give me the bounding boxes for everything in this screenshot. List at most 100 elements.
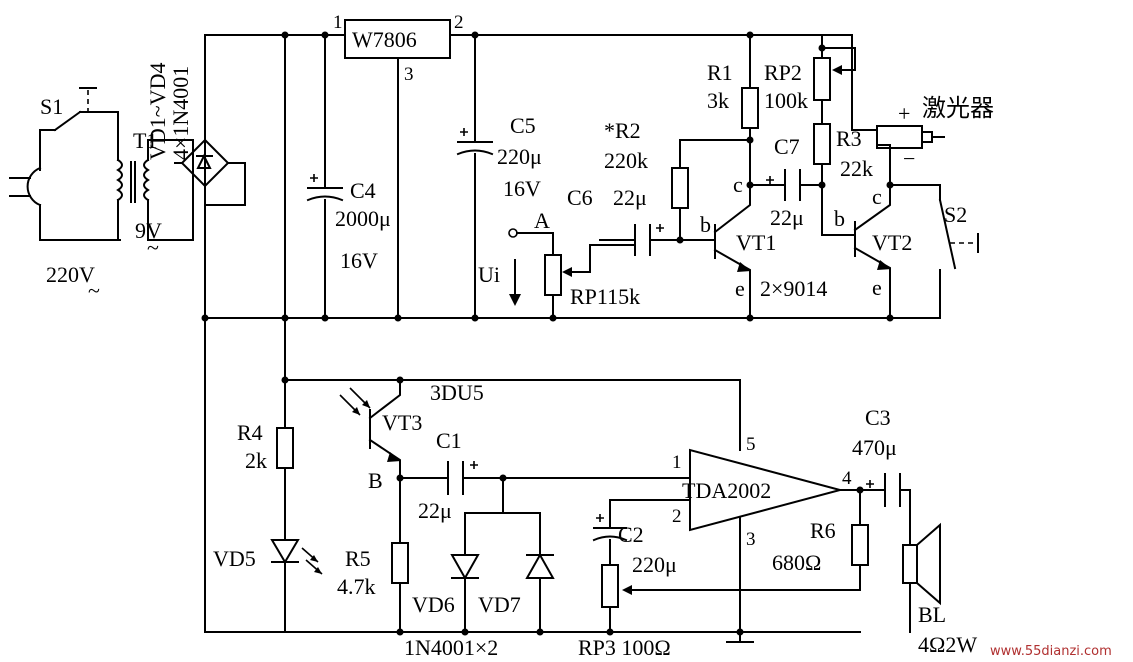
laser-label: 激光器 bbox=[922, 94, 994, 122]
bridge-rectifier bbox=[172, 138, 246, 241]
amplifier-tda2002 bbox=[609, 448, 871, 633]
ui-label: Ui bbox=[478, 262, 500, 287]
speaker-bl bbox=[726, 522, 941, 643]
vt-type-label: 2×9014 bbox=[760, 276, 827, 301]
junction-gnd-rp1 bbox=[549, 314, 557, 322]
reg-pin1: 1 bbox=[333, 12, 343, 33]
junction-gnd-c5 bbox=[471, 314, 479, 322]
junction-gnd-left bbox=[201, 314, 209, 322]
switch-s2[interactable] bbox=[889, 184, 979, 319]
transistor-vt1 bbox=[713, 199, 751, 319]
c7-label: C7 bbox=[774, 134, 800, 159]
mains-plug bbox=[9, 129, 121, 241]
junction-top-285 bbox=[281, 31, 289, 39]
rp2-label: RP2 bbox=[764, 60, 802, 85]
r5-label: R5 bbox=[345, 546, 371, 571]
vt3-type-label: 3DU5 bbox=[430, 380, 484, 405]
ac-symbol-9v: ~ bbox=[147, 235, 159, 260]
node-a-label: A bbox=[534, 208, 550, 233]
r5-value: 4.7k bbox=[337, 574, 376, 599]
r1-value: 3k bbox=[707, 88, 729, 113]
junction-gnd-r5 bbox=[396, 628, 404, 636]
vd5-label: VD5 bbox=[213, 546, 256, 571]
c1-value: 22μ bbox=[418, 498, 452, 523]
c4-volt: 16V bbox=[340, 248, 378, 273]
resistor-r5 bbox=[391, 477, 409, 633]
c6-value: 22μ bbox=[613, 185, 647, 210]
c2-label: C2 bbox=[618, 522, 644, 547]
resistor-r3 bbox=[813, 123, 856, 236]
vt2-c-label: c bbox=[872, 184, 882, 209]
resistor-r6 bbox=[851, 489, 869, 566]
regulator-w7806 bbox=[344, 19, 451, 319]
junction-top-r1 bbox=[746, 31, 754, 39]
diode-type-label: 1N4001×2 bbox=[404, 635, 498, 660]
junction-r3 bbox=[818, 181, 826, 189]
c5-label: C5 bbox=[510, 113, 536, 138]
rp3-label: RP3 100Ω bbox=[578, 635, 671, 660]
capacitor-c2 bbox=[592, 499, 628, 566]
node-b-label: B bbox=[368, 468, 383, 493]
c2-value: 220μ bbox=[632, 552, 677, 577]
c5-value: 220μ bbox=[497, 144, 542, 169]
c6-label: C6 bbox=[567, 185, 593, 210]
reg-pin2: 2 bbox=[454, 12, 464, 33]
capacitor-c6 bbox=[599, 224, 716, 256]
reg-pin3: 3 bbox=[404, 64, 414, 85]
c5-volt: 16V bbox=[503, 176, 541, 201]
potentiometer-rp3[interactable] bbox=[601, 564, 861, 633]
capacitor-c5 bbox=[456, 34, 494, 319]
vt1-b-label: b bbox=[700, 212, 711, 237]
c3-label: C3 bbox=[865, 405, 891, 430]
r6-label: R6 bbox=[810, 518, 836, 543]
vt2-b-label: b bbox=[834, 206, 845, 231]
c4-value: 2000μ bbox=[335, 206, 391, 231]
amp-label: TDA2002 bbox=[682, 478, 771, 503]
led-vd5 bbox=[270, 539, 323, 633]
rp2-value: 100k bbox=[764, 88, 808, 113]
capacitor-c3 bbox=[859, 473, 911, 546]
diodes-vd6-vd7 bbox=[450, 477, 555, 633]
amp-pin3: 3 bbox=[746, 529, 756, 550]
vt3-label: VT3 bbox=[382, 410, 422, 435]
junction-gnd-vd7 bbox=[536, 628, 544, 636]
laser-minus: − bbox=[903, 146, 915, 171]
amp-pin1: 1 bbox=[672, 452, 682, 473]
vd6-label: VD6 bbox=[412, 592, 455, 617]
r2-label: *R2 bbox=[604, 118, 641, 143]
r4-label: R4 bbox=[237, 420, 263, 445]
resistor-r2 bbox=[671, 139, 751, 241]
potentiometer-rp1[interactable] bbox=[544, 244, 636, 319]
amp-pin2: 2 bbox=[672, 506, 682, 527]
junction-gnd-vt1 bbox=[746, 314, 754, 322]
input-node-a bbox=[508, 228, 554, 306]
amp-pin5: 5 bbox=[746, 434, 756, 455]
amp-pin4: 4 bbox=[842, 468, 852, 489]
c1-label: C1 bbox=[436, 428, 462, 453]
vt2-label: VT2 bbox=[872, 230, 912, 255]
junction-gnd-rp3 bbox=[606, 628, 614, 636]
vt1-e-label: e bbox=[735, 276, 745, 301]
r1-label: R1 bbox=[707, 60, 733, 85]
junction-gnd-vt2 bbox=[886, 314, 894, 322]
capacitor-c4 bbox=[306, 34, 344, 319]
ac-symbol-220v: ~ bbox=[88, 278, 100, 303]
junction-gnd-vd6 bbox=[461, 628, 469, 636]
reg-label: W7806 bbox=[352, 27, 417, 52]
v220-label: 220V bbox=[46, 262, 95, 287]
laser-plus: + bbox=[898, 101, 910, 126]
v9-label: 9V bbox=[135, 218, 162, 243]
switch-s1[interactable] bbox=[53, 87, 119, 161]
resistor-r4 bbox=[276, 379, 294, 539]
junction-r1 bbox=[746, 136, 754, 144]
bridge-label: VD1~VD4 bbox=[145, 63, 170, 160]
c7-value: 22μ bbox=[770, 205, 804, 230]
c4-label: C4 bbox=[350, 178, 376, 203]
transformer-t1 bbox=[116, 139, 174, 241]
junction-top-c5 bbox=[471, 31, 479, 39]
r3-value: 22k bbox=[840, 156, 873, 181]
potentiometer-rp2[interactable] bbox=[813, 44, 856, 125]
s2-label: S2 bbox=[944, 202, 967, 227]
junction-top-c4 bbox=[321, 31, 329, 39]
